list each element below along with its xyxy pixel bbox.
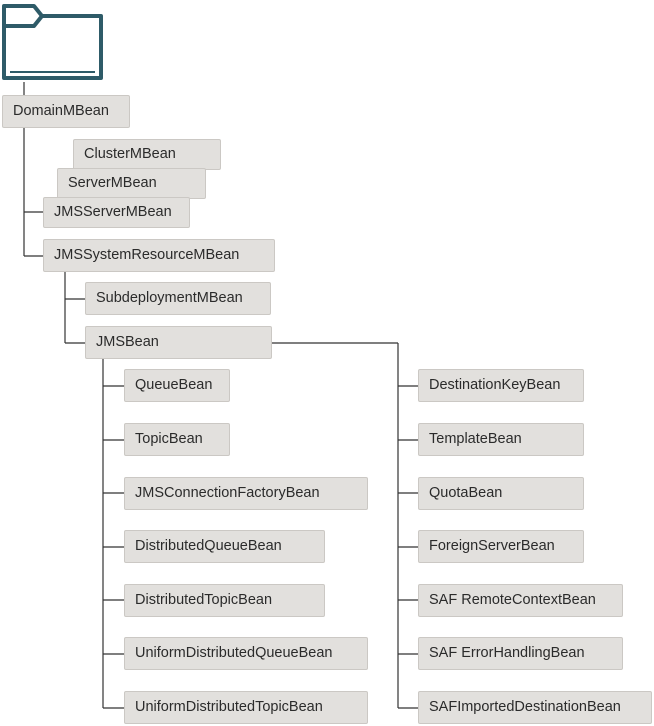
node-distributed-topic-bean[interactable]: DistributedTopicBean (124, 584, 325, 617)
node-destination-key-bean[interactable]: DestinationKeyBean (418, 369, 584, 402)
node-server-mbean[interactable]: ServerMBean (57, 168, 206, 199)
node-domain-mbean[interactable]: DomainMBean (2, 95, 130, 128)
node-subdeployment-mbean[interactable]: SubdeploymentMBean (85, 282, 271, 315)
node-uniform-distributed-topic-bean[interactable]: UniformDistributedTopicBean (124, 691, 368, 724)
node-saf-error-handling-bean[interactable]: SAF ErrorHandlingBean (418, 637, 623, 670)
node-topic-bean[interactable]: TopicBean (124, 423, 230, 456)
node-saf-remote-context-bean[interactable]: SAF RemoteContextBean (418, 584, 623, 617)
node-jms-system-resource-mbean[interactable]: JMSSystemResourceMBean (43, 239, 275, 272)
node-foreign-server-bean[interactable]: ForeignServerBean (418, 530, 584, 563)
node-jmsserver-mbean[interactable]: JMSServerMBean (43, 197, 190, 228)
folder-icon (2, 4, 103, 80)
node-queue-bean[interactable]: QueueBean (124, 369, 230, 402)
node-uniform-distributed-queue-bean[interactable]: UniformDistributedQueueBean (124, 637, 368, 670)
node-cluster-mbean[interactable]: ClusterMBean (73, 139, 221, 170)
node-template-bean[interactable]: TemplateBean (418, 423, 584, 456)
node-distributed-queue-bean[interactable]: DistributedQueueBean (124, 530, 325, 563)
node-saf-imported-destination-bean[interactable]: SAFImportedDestinationBean (418, 691, 652, 724)
node-jms-connection-factory-bean[interactable]: JMSConnectionFactoryBean (124, 477, 368, 510)
node-jms-bean[interactable]: JMSBean (85, 326, 272, 359)
node-quota-bean[interactable]: QuotaBean (418, 477, 584, 510)
